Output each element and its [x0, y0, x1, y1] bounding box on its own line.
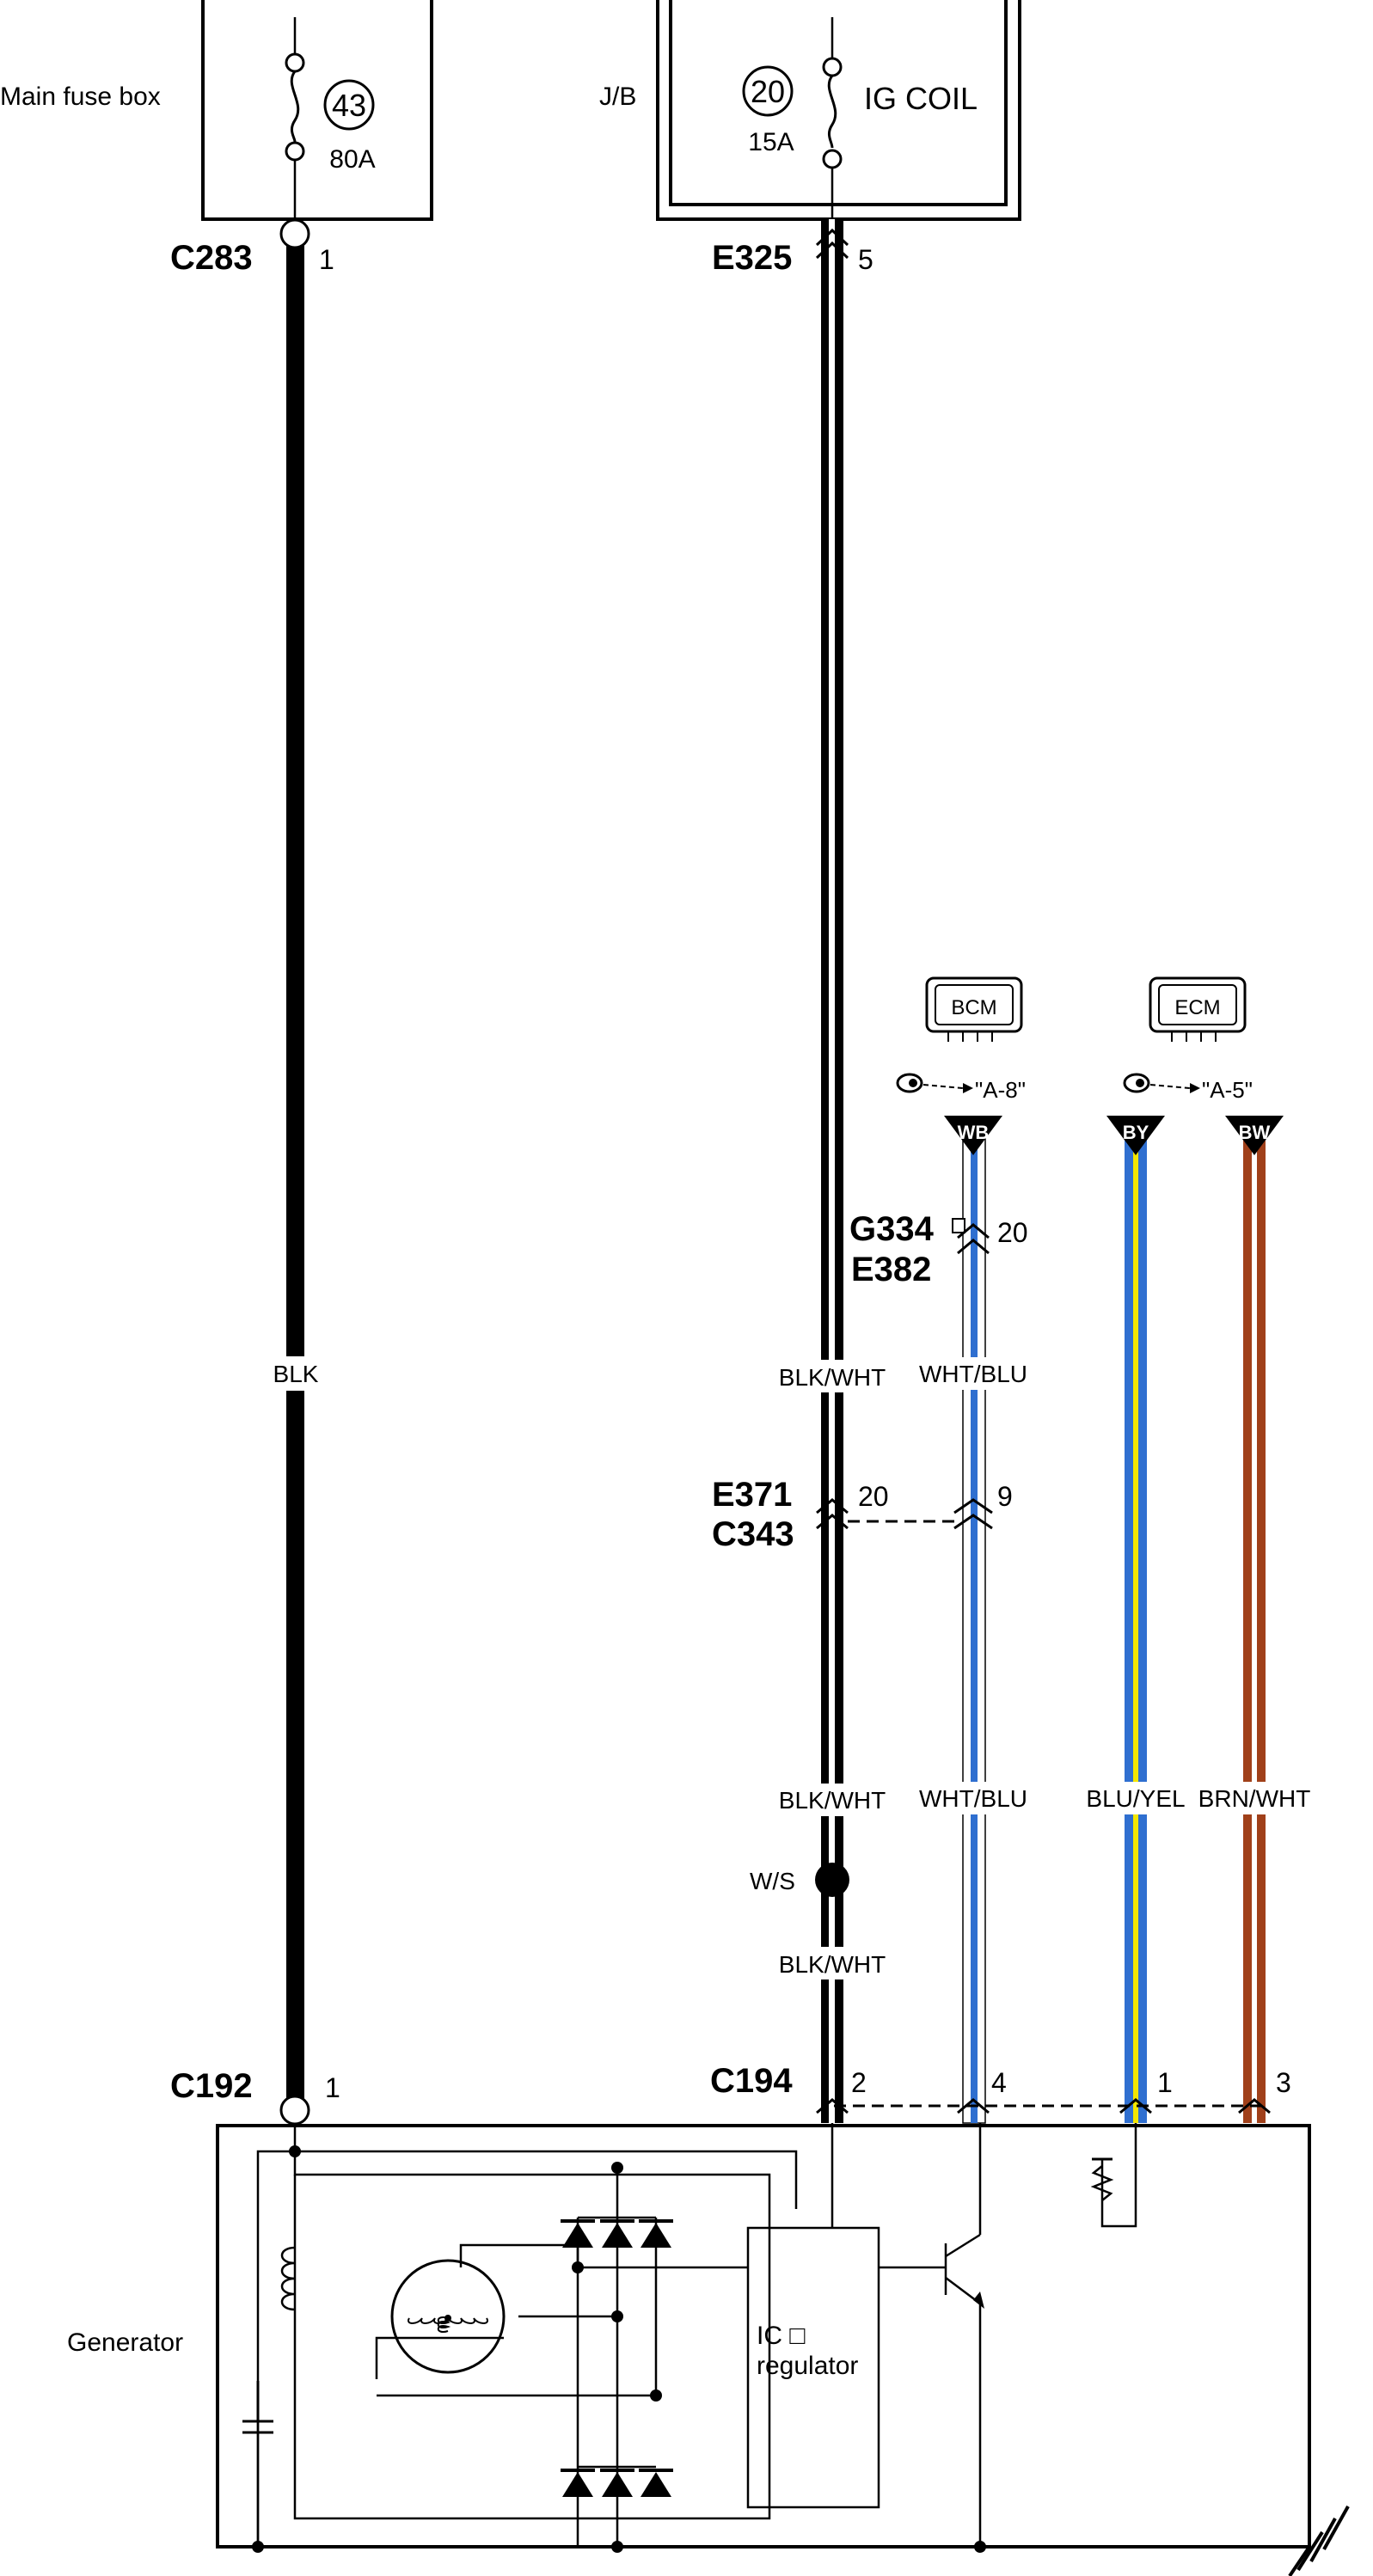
stator-winding-icon [390, 2259, 506, 2374]
bcm-ref: "A-8" [975, 1077, 1026, 1103]
main-fuse-box-label: Main fuse box [0, 83, 161, 111]
c192-terminal [279, 2095, 310, 2126]
blk-wire-label: BLK [273, 1361, 319, 1387]
e382-connector-label: E382 [851, 1251, 931, 1288]
junction-dots [252, 2145, 986, 2553]
c343-pin: 9 [997, 1481, 1013, 1512]
c192-connector-label: C192 [170, 2067, 253, 2105]
c194-pin-2: 2 [851, 2067, 867, 2098]
field-coil-icon [280, 2246, 296, 2311]
g334-connector-mark [952, 1218, 990, 1255]
transistor-icon [973, 2291, 984, 2309]
diode-bridge-top [561, 2219, 673, 2248]
ig-coil-label: IG COIL [864, 81, 978, 116]
e371-connector-label: E371 [712, 1476, 792, 1514]
wht-blu-wire [962, 1134, 986, 2124]
blk-wht-label-1: BLK/WHT [779, 1364, 886, 1391]
fuse-rating-15a: 15A [748, 128, 794, 156]
main-fuse-box: 43 80A [201, 0, 433, 221]
c343-connector-mark [953, 1498, 993, 1530]
ground-icon [1288, 2506, 1350, 2576]
blk-wht-wire [821, 219, 843, 2123]
blk-wht-label-3: BLK/WHT [779, 1951, 886, 1978]
g334-connector-label: G334 [849, 1210, 935, 1248]
bcm-label: BCM [951, 996, 996, 1019]
fuse-number-20: 20 [751, 74, 785, 109]
brn-wht-wire [1243, 1135, 1266, 2123]
fuse-number-43: 43 [332, 88, 366, 123]
c194-connector-label: C194 [710, 2062, 793, 2100]
generator-internal-circuit [218, 2123, 1309, 2548]
c194-pin-3: 3 [1276, 2067, 1291, 2098]
blk-wire [286, 241, 304, 2110]
bw-tag: BW [1239, 1122, 1271, 1143]
eye-icon [896, 1073, 973, 1093]
bw-terminal-marker [1225, 1116, 1284, 1155]
fuse-icon [290, 70, 300, 143]
bcm-module: BCM [925, 976, 1023, 1042]
ecm-label: ECM [1174, 996, 1220, 1019]
c343-connector-label: C343 [712, 1515, 794, 1553]
jb-label: J/B [599, 83, 636, 111]
blu-yel-label: BLU/YEL [1086, 1785, 1185, 1812]
g334-pin: 20 [997, 1217, 1028, 1248]
fuse-rating-80a: 80A [329, 145, 375, 174]
e371-connector-mark [816, 1498, 849, 1530]
splice-point [815, 1863, 849, 1897]
diode-bridge-bottom [561, 2469, 673, 2497]
ic-regulator-label-line2: regulator [757, 2352, 858, 2380]
ic-regulator-label-line1: IC □ [757, 2322, 806, 2350]
c283-pin: 1 [319, 244, 334, 275]
c283-terminal [279, 218, 310, 249]
wht-blu-label-2: WHT/BLU [919, 1785, 1027, 1812]
splice-label: W/S [750, 1868, 795, 1894]
eye-icon [1123, 1073, 1200, 1093]
wht-blu-label-1: WHT/BLU [919, 1361, 1027, 1387]
blu-yel-wire [1125, 1135, 1147, 2123]
c194-pin-4: 4 [991, 2067, 1007, 2098]
c194-connector-marks [816, 2098, 1271, 2114]
wb-tag: WB [958, 1122, 990, 1143]
fuse-icon [827, 75, 837, 149]
by-terminal-marker [1106, 1116, 1165, 1155]
c194-pin-1: 1 [1157, 2067, 1173, 2098]
resistor-icon [1090, 2157, 1114, 2201]
c192-pin: 1 [325, 2072, 340, 2103]
jb-fuse-box: 20 15A IG COIL [656, 0, 1021, 221]
c283-connector-label: C283 [170, 239, 253, 277]
blk-wht-label-2: BLK/WHT [779, 1787, 886, 1814]
ecm-module: ECM [1149, 976, 1247, 1042]
e325-connector-mark [815, 228, 849, 260]
e325-connector-label: E325 [712, 239, 792, 277]
capacitor-icon [242, 2381, 273, 2434]
generator-label: Generator [67, 2328, 183, 2357]
brn-wht-label: BRN/WHT [1198, 1785, 1311, 1812]
wb-terminal-marker [944, 1116, 1002, 1155]
by-tag: BY [1123, 1122, 1149, 1143]
ecm-ref: "A-5" [1202, 1077, 1253, 1103]
e371-pin: 20 [858, 1481, 889, 1512]
e325-pin: 5 [858, 244, 873, 275]
